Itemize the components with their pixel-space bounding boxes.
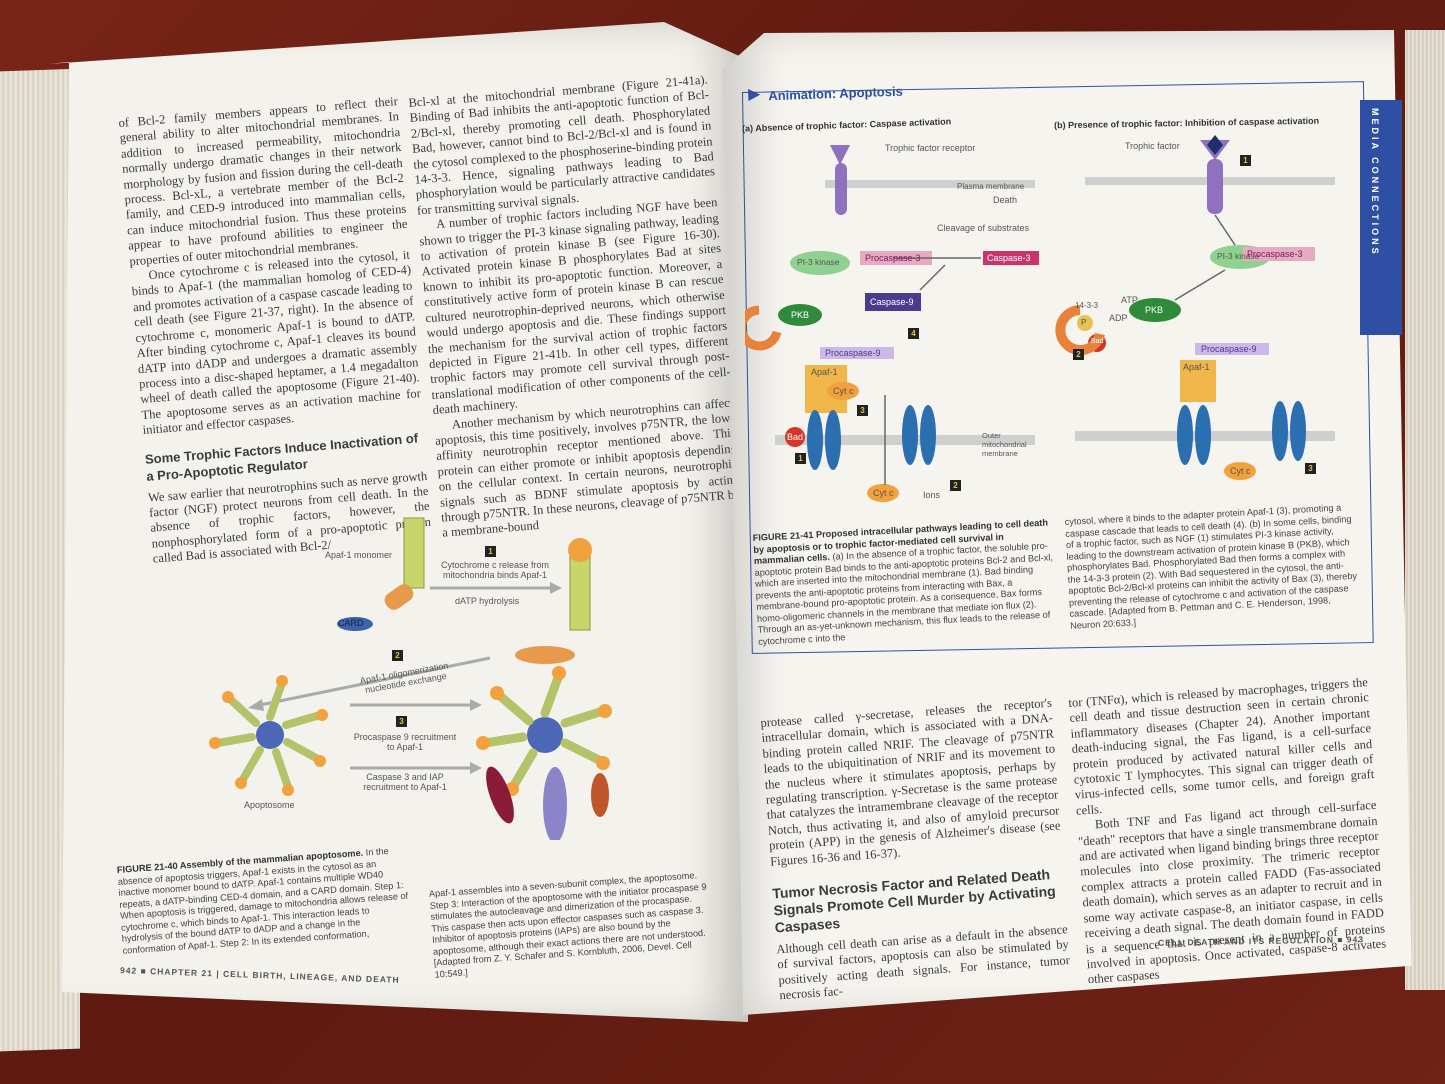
trophic-factor-label: Trophic factor [1125, 141, 1180, 151]
left-page [48, 22, 748, 1022]
caption-41-body-2: cytosol, where it binds to the adapter p… [1064, 502, 1358, 631]
page-stack-right [1405, 30, 1445, 990]
panel-a-step-2: 2 [950, 480, 961, 491]
figure-21-41-caption-col2: cytosol, where it binds to the adapter p… [1064, 493, 1361, 641]
panel-a-step-1: 1 [795, 453, 806, 464]
caption-40-body-2: Apaf-1 assembles into a seven-subunit co… [428, 870, 707, 980]
pi3k-label-a: PI-3 kinase [797, 257, 840, 267]
cytc-label-3: Cyt c [1230, 466, 1251, 476]
bad-label-a: Bad [787, 432, 804, 442]
media-connections-label: MEDIA CONNECTIONS [1370, 108, 1380, 257]
left-col2-paragraph-1: Bcl-xl at the mitochondrial membrane (Fi… [408, 72, 716, 218]
right-page-column-1: protease called γ-secretase, releases th… [760, 696, 1071, 1004]
procaspase3-label-a: Procaspase-3 [865, 253, 921, 263]
apaf1-label-a: Apaf-1 [811, 367, 838, 377]
left-col1-paragraph-2: Once cytochrome c is released into the c… [131, 247, 422, 438]
fig40-step-3-text: Procaspase 9 recruitment to Apaf-1 [353, 732, 457, 752]
left-col1-paragraph-1: of Bcl-2 family members appears to refle… [118, 94, 408, 269]
procaspase9-label-b: Procaspase-9 [1201, 344, 1257, 354]
card-label: CARD [338, 618, 364, 628]
apoptosome-diagram [209, 517, 612, 843]
caspase9-label: Caspase-9 [870, 297, 914, 307]
apaf1-label-b: Apaf-1 [1183, 362, 1210, 372]
fig40-step-2-marker: 2 [392, 650, 403, 661]
panel-a-step-4: 4 [908, 328, 919, 339]
trophic-receptor-label: Trophic factor receptor [885, 143, 976, 153]
death-label: Death [993, 195, 1018, 205]
apoptosome-label: Apoptosome [244, 800, 295, 810]
fig40-step-1-text: Cytochrome c release from mitochondria b… [440, 560, 550, 580]
ions-label: Ions [923, 490, 941, 500]
figure-21-41-caption: FIGURE 21-41 Proposed intracellular path… [752, 508, 1059, 657]
panel-a-step-3: 3 [857, 405, 868, 416]
figure-21-40-caption: FIGURE 21-40 Assembly of the mammalian a… [116, 836, 413, 966]
animation-title[interactable]: Animation: Apoptosis [768, 83, 904, 104]
fig40-step-3-marker: 3 [396, 716, 407, 727]
panel-b-step-3: 3 [1305, 463, 1316, 474]
procaspase3-label-b: Procaspase-3 [1247, 249, 1303, 259]
pkb-label-b: PKB [1145, 305, 1164, 315]
fig40-step-1-marker: 1 [485, 546, 496, 557]
adp-label: ADP [1109, 313, 1128, 323]
fourteen-three-three-label: 14-3-3 [1075, 301, 1099, 310]
left-page-column-1: of Bcl-2 family members appears to refle… [118, 94, 433, 567]
cleavage-label: Cleavage of substrates [937, 223, 1030, 233]
play-arrow-icon [748, 88, 761, 101]
pkb-label-a: PKB [791, 310, 810, 320]
panel-b-step-2: 2 [1073, 349, 1084, 360]
apaf1-monomer-label: Apaf-1 monomer [325, 550, 393, 560]
atp-label: ATP [1121, 295, 1138, 305]
cytc-label-1: Cyt c [833, 386, 854, 396]
caspase3-label: Caspase-3 [987, 253, 1031, 263]
outer-membrane-label: Outer mitochondrial membrane [982, 431, 1027, 458]
plasma-membrane-label: Plasma membrane [957, 182, 1025, 191]
bad-label-b: Bad [1091, 338, 1104, 345]
fig40-step-3b-text: Caspase 3 and IAP recruitment to Apaf-1 [363, 772, 447, 792]
procaspase9-label-a: Procaspase-9 [825, 348, 881, 358]
phosphate-label: P [1081, 318, 1087, 327]
right-col2-paragraph-1: tor (TNFα), which is released by macroph… [1068, 675, 1375, 818]
left-col2-paragraph-2: A number of trophic factors including NG… [418, 195, 732, 418]
panel-b-step-1: 1 [1240, 155, 1251, 166]
figure-21-40: Apaf-1 monomer CARD 1 Cytochrome c relea… [200, 510, 640, 843]
media-connections-bar: MEDIA CONNECTIONS [1360, 100, 1402, 335]
figure-21-41: Trophic factor receptor Trophic factor 1… [736, 135, 1345, 515]
wd40-domain-shape [403, 517, 425, 589]
cytc-label-2: Cyt c [873, 488, 894, 498]
right-col1-paragraph-1: protease called γ-secretase, releases th… [760, 695, 1061, 869]
right-col2-paragraph-2: Both TNF and Fas ligand act through cell… [1077, 798, 1387, 987]
left-page-column-2: Bcl-xl at the mitochondrial membrane (Fi… [408, 72, 742, 541]
figure-21-40-caption-col2: Apaf-1 assembles into a seven-subunit co… [428, 860, 715, 990]
pi3k-label-b: PI-3 kinase [1217, 251, 1260, 261]
datp-hydrolysis-label: dATP hydrolysis [455, 596, 520, 606]
apoptosis-pathway-diagram [736, 135, 1335, 502]
